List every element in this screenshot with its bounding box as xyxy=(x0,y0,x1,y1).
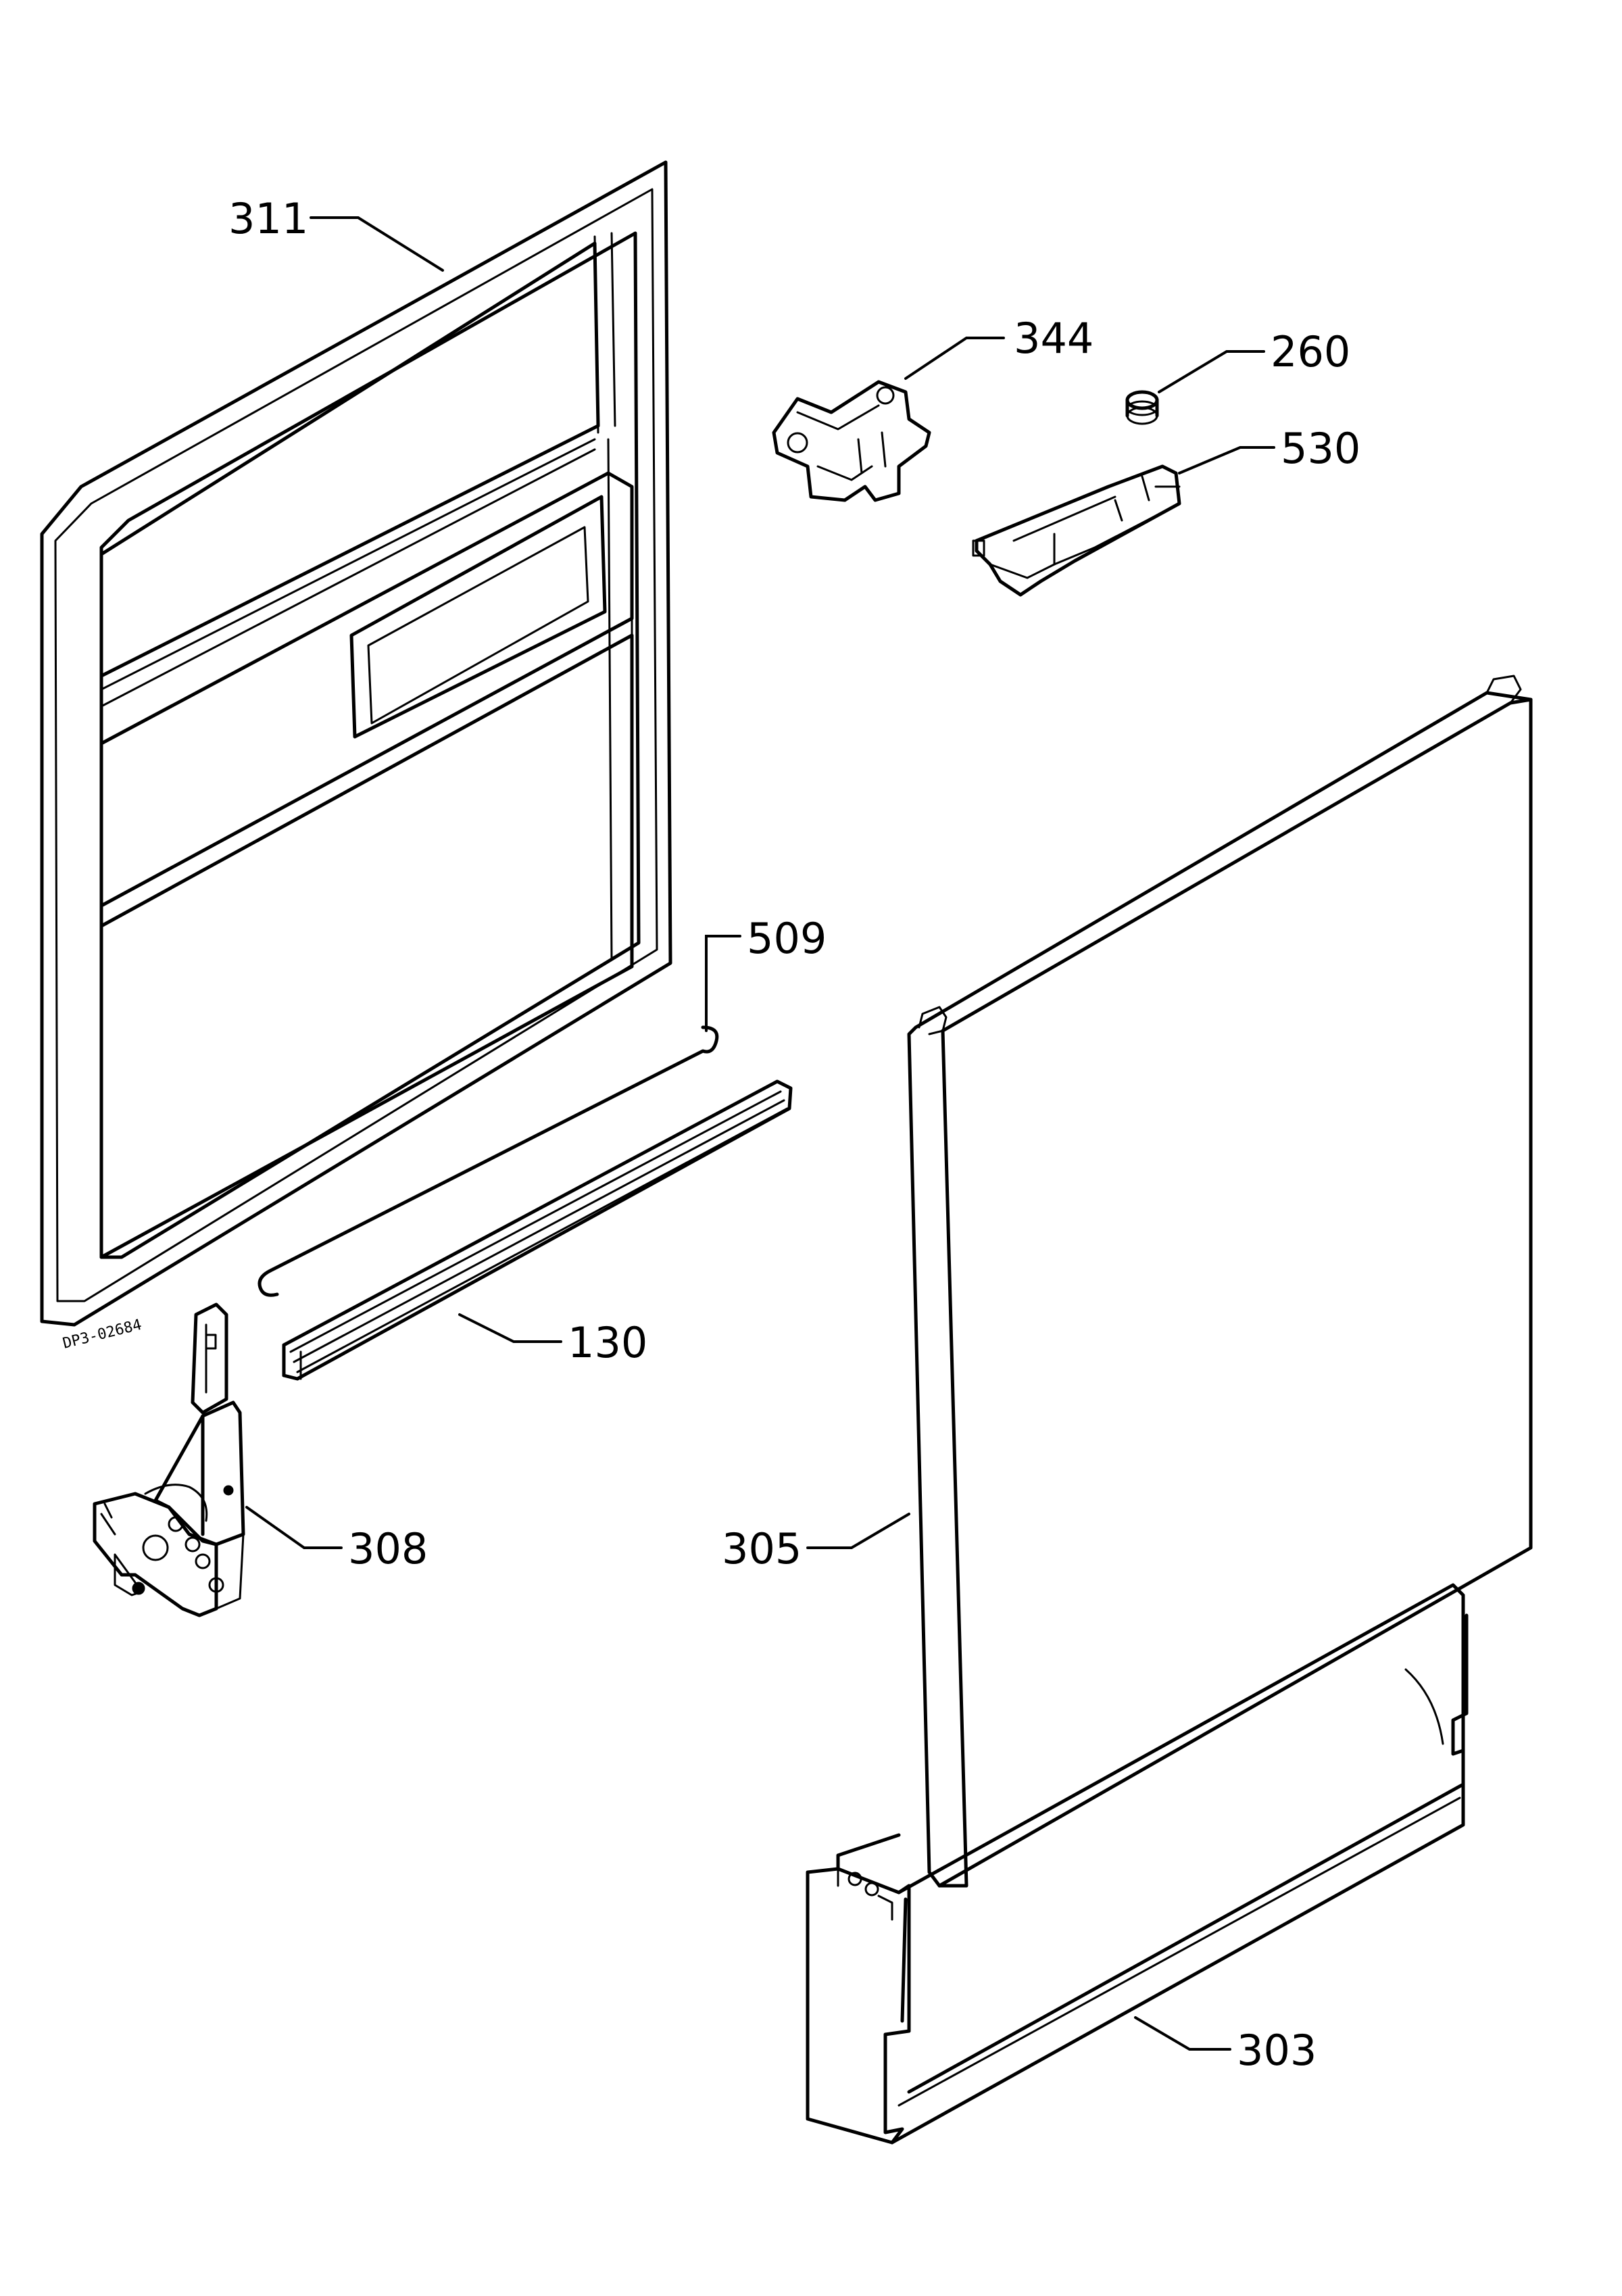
leader-344 xyxy=(904,337,1005,380)
part-344-door-latch[interactable] xyxy=(772,380,931,502)
part-530-latch-catch[interactable] xyxy=(972,464,1181,597)
part-311-inner-door[interactable] xyxy=(40,160,672,1327)
callout-530: 530 xyxy=(1281,424,1360,473)
callout-311: 311 xyxy=(228,194,308,243)
part-509-rod[interactable] xyxy=(257,1025,719,1297)
callout-labels: 311 344 260 530 509 130 308 305 303 xyxy=(228,194,1360,2075)
callout-130: 130 xyxy=(568,1318,647,1367)
leader-305 xyxy=(806,1513,910,1549)
leader-509 xyxy=(705,935,741,1032)
leader-130 xyxy=(458,1313,562,1343)
leader-lines xyxy=(245,216,1275,2051)
leader-303 xyxy=(1134,2016,1231,2051)
part-260-bushing[interactable] xyxy=(1125,390,1159,425)
part-305-outer-door[interactable] xyxy=(907,675,1533,1888)
callout-509: 509 xyxy=(747,914,827,963)
leader-260 xyxy=(1158,350,1265,393)
callout-305: 305 xyxy=(722,1524,802,1573)
drawing-code: DP3-02684 xyxy=(61,1317,143,1352)
part-130-seal-strip[interactable] xyxy=(282,1079,793,1381)
callout-260: 260 xyxy=(1271,327,1350,376)
leader-530 xyxy=(1178,446,1275,474)
part-308-hinge[interactable] xyxy=(93,1302,245,1617)
part-303-plinth[interactable] xyxy=(806,1583,1469,2145)
callout-303: 303 xyxy=(1237,2026,1317,2075)
callout-344: 344 xyxy=(1014,314,1093,363)
leader-308 xyxy=(245,1506,343,1549)
callout-308: 308 xyxy=(348,1524,428,1573)
leader-311 xyxy=(310,216,444,272)
